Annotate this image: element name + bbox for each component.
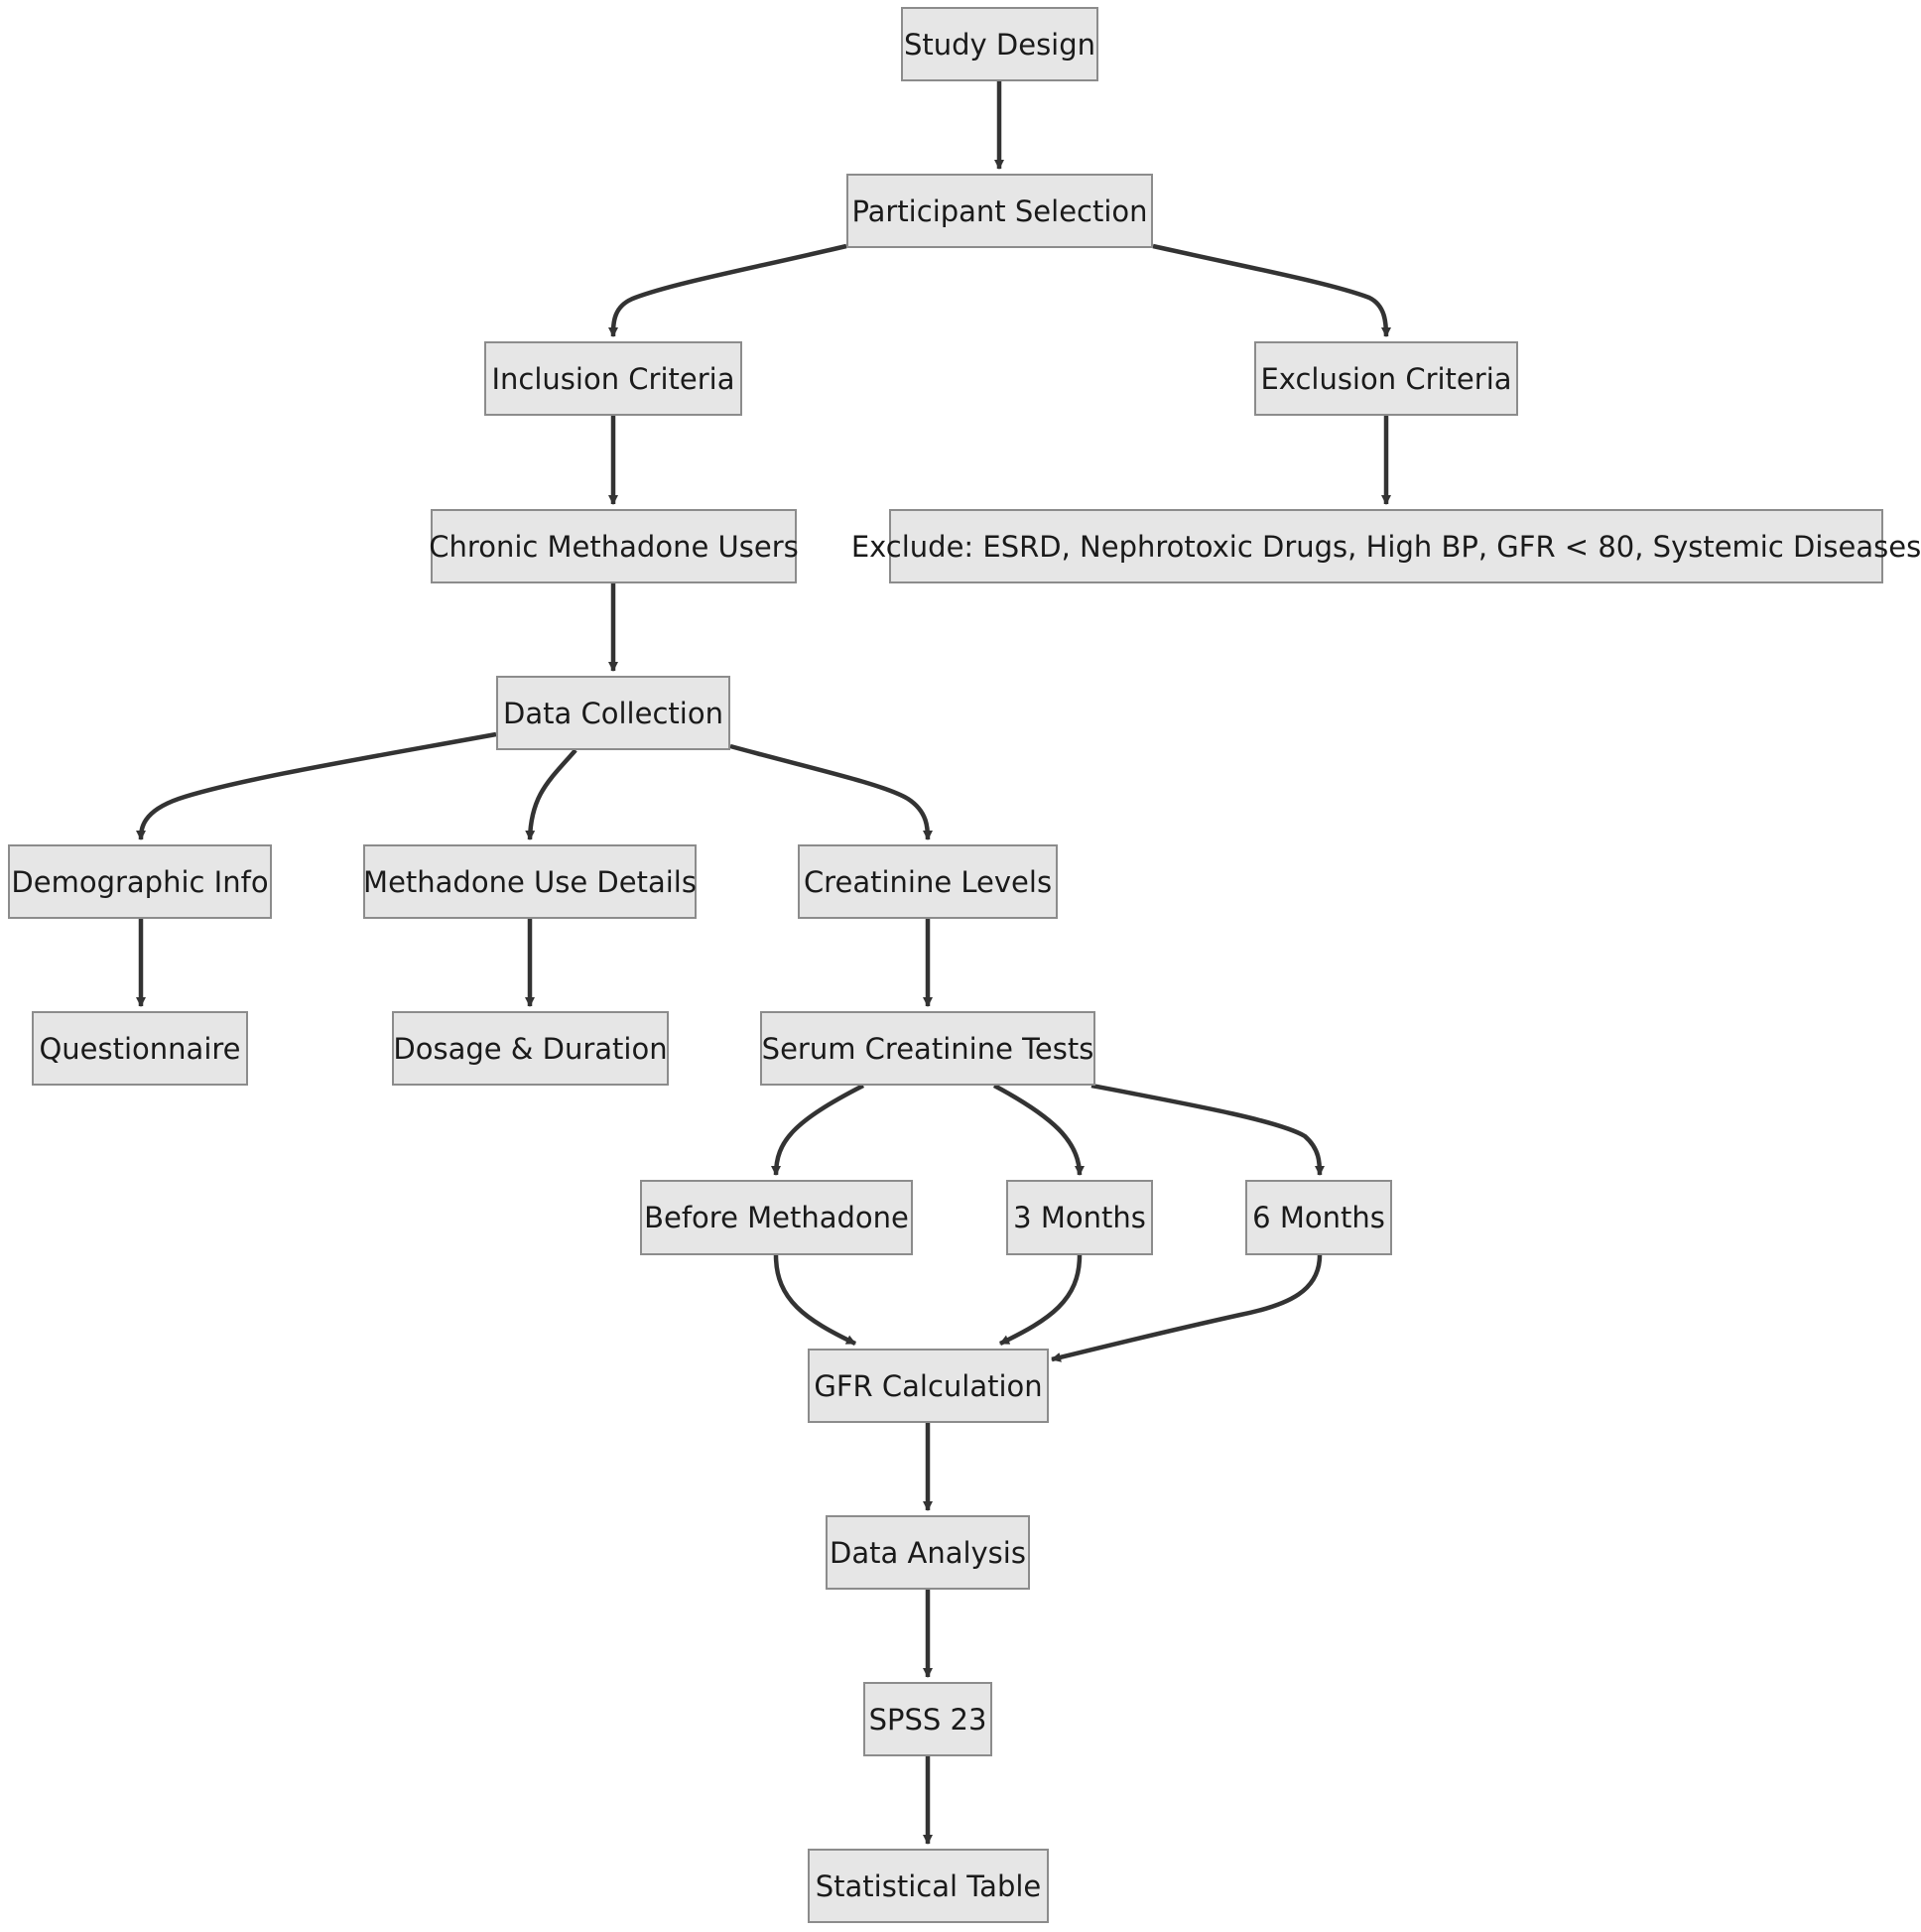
node-label: SPSS 23 [868, 1702, 987, 1737]
node-data-collection: Data Collection [496, 676, 730, 750]
node-questionnaire: Questionnaire [32, 1011, 248, 1086]
node-study-design: Study Design [901, 7, 1098, 81]
node-label: Exclusion Criteria [1260, 361, 1512, 396]
edge-serum-tests-to-six-months [1090, 1083, 1325, 1176]
node-label: Creatinine Levels [803, 864, 1053, 899]
edge-before-methadone-to-gfr-calculation [773, 1254, 856, 1347]
node-dosage-duration: Dosage & Duration [392, 1011, 669, 1086]
node-before-methadone: Before Methadone [640, 1180, 913, 1255]
edge-serum-tests-to-before-methadone [771, 1083, 865, 1176]
node-participant-selection: Participant Selection [846, 174, 1153, 248]
node-inclusion-criteria: Inclusion Criteria [484, 341, 742, 416]
edge-data-collection-to-demographic-info [136, 731, 497, 840]
node-label: Participant Selection [851, 193, 1148, 228]
node-label: Inclusion Criteria [491, 361, 735, 396]
node-label: Demographic Info [11, 864, 269, 899]
node-six-months: 6 Months [1245, 1180, 1392, 1255]
node-label: Methadone Use Details [363, 864, 697, 899]
node-exclusion-criteria: Exclusion Criteria [1254, 341, 1518, 416]
node-label: Study Design [903, 27, 1096, 62]
edge-participant-selection-to-exclusion-criteria [1152, 243, 1391, 337]
edge-six-months-to-gfr-calculation [1051, 1254, 1323, 1362]
edge-participant-selection-to-inclusion-criteria [608, 243, 847, 337]
node-label: Data Analysis [830, 1535, 1026, 1570]
node-gfr-calculation: GFR Calculation [808, 1349, 1049, 1423]
node-demographic-info: Demographic Info [8, 844, 272, 919]
node-label: Chronic Methadone Users [429, 529, 799, 564]
edge-serum-tests-to-three-months [992, 1084, 1085, 1176]
node-chronic-methadone-users: Chronic Methadone Users [429, 509, 799, 583]
node-label: Serum Creatinine Tests [761, 1031, 1094, 1066]
node-label: 6 Months [1252, 1201, 1385, 1234]
node-spss-23: SPSS 23 [863, 1682, 992, 1756]
node-serum-creatinine-tests: Serum Creatinine Tests [760, 1011, 1095, 1086]
node-label: GFR Calculation [814, 1368, 1043, 1403]
node-label: Exclude: ESRD, Nephrotoxic Drugs, High B… [850, 529, 1921, 564]
node-label: Questionnaire [39, 1031, 241, 1066]
node-statistical-table: Statistical Table [808, 1849, 1049, 1923]
node-exclude-list: Exclude: ESRD, Nephrotoxic Drugs, High B… [851, 509, 1921, 583]
edge-three-months-to-gfr-calculation [999, 1254, 1083, 1347]
edge-data-collection-to-methadone-use-details [525, 748, 577, 840]
node-methadone-use-details: Methadone Use Details [363, 844, 697, 919]
node-label: Before Methadone [644, 1201, 909, 1234]
node-label: Dosage & Duration [393, 1031, 668, 1066]
node-three-months: 3 Months [1006, 1180, 1153, 1255]
node-label: Statistical Table [815, 1868, 1042, 1903]
edge-data-collection-to-creatinine-levels [729, 743, 933, 840]
node-creatinine-levels: Creatinine Levels [798, 844, 1058, 919]
node-data-analysis: Data Analysis [826, 1515, 1030, 1590]
node-label: 3 Months [1013, 1201, 1146, 1234]
node-label: Data Collection [503, 696, 723, 730]
